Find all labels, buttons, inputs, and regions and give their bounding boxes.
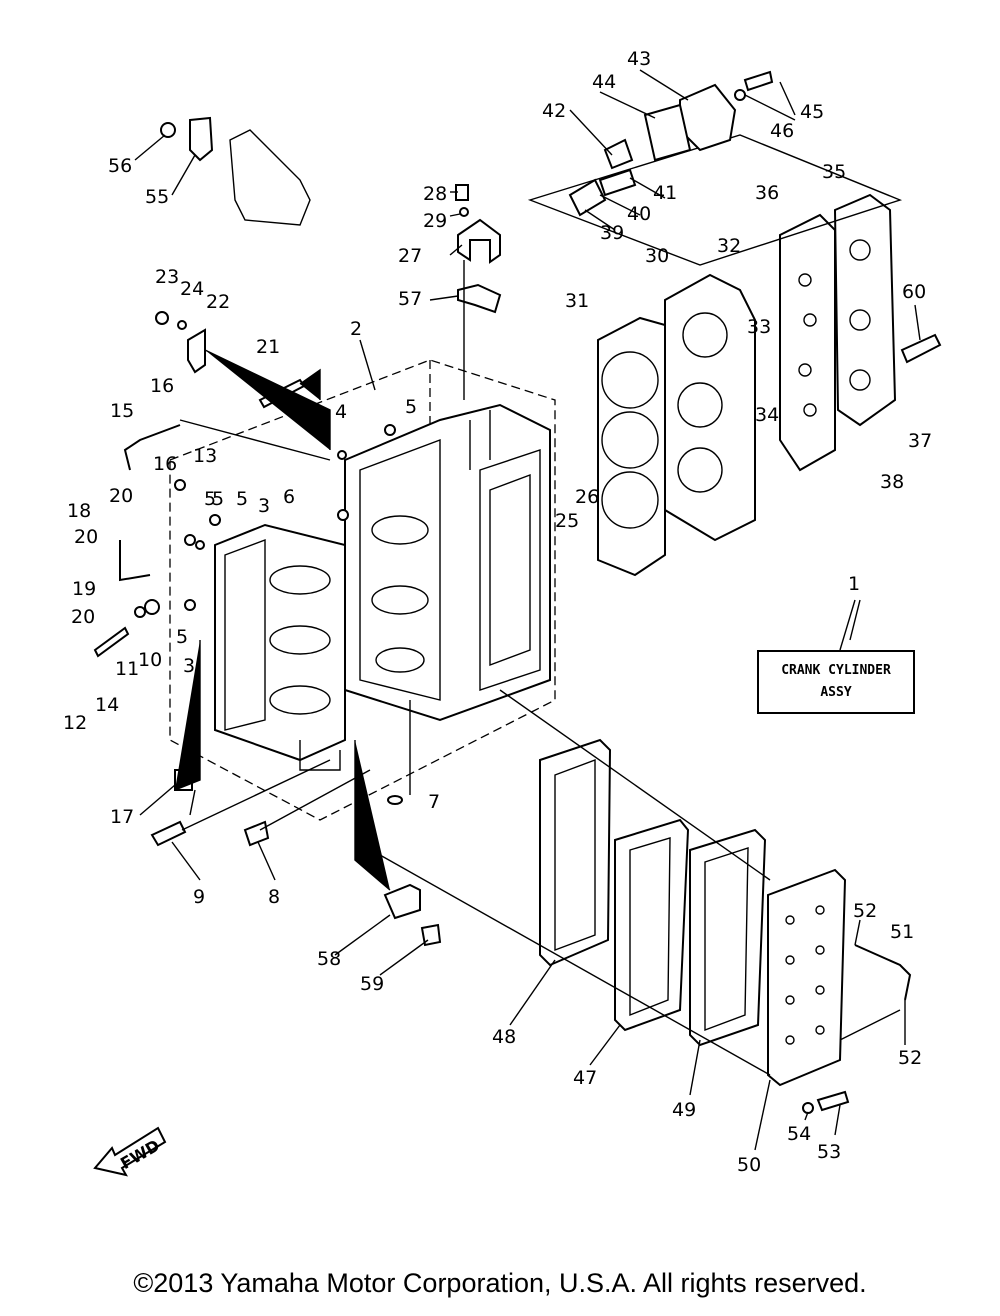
callout: 5 (176, 626, 188, 648)
callout: 38 (880, 471, 904, 493)
callout: 11 (115, 658, 139, 680)
bolt-stud-group (155, 311, 331, 450)
exhaust-cover-group (379, 689, 850, 1114)
callout: 58 (317, 948, 341, 970)
bracket-27-57 (455, 184, 502, 400)
callout: 52 (898, 1047, 922, 1069)
plate-55 (160, 116, 311, 226)
callout: 13 (193, 445, 217, 467)
callout: 28 (423, 183, 447, 205)
callout: 48 (492, 1026, 516, 1048)
callout: 9 (193, 886, 205, 908)
callout: 20 (109, 485, 133, 507)
callout: 55 (145, 186, 169, 208)
callout: 4 (335, 401, 347, 423)
callout: 12 (63, 712, 87, 734)
cylinder-head (664, 273, 756, 542)
callout: 54 (787, 1123, 811, 1145)
hose-group (119, 419, 331, 582)
callout: 15 (110, 400, 134, 422)
callout: 32 (717, 235, 741, 257)
callout: 26 (575, 486, 599, 508)
callout-leaders (134, 69, 921, 1151)
callout: 60 (902, 281, 926, 303)
cylinder-block (214, 523, 346, 771)
callout: 51 (890, 921, 914, 943)
callout: 18 (67, 500, 91, 522)
callout: 22 (206, 291, 230, 313)
callout: 33 (747, 316, 771, 338)
hose-51 (839, 944, 912, 1041)
bracket-58 (354, 740, 442, 947)
callout: 29 (423, 210, 447, 232)
callout: 20 (74, 526, 98, 548)
callout: 39 (600, 222, 624, 244)
callout: 3 (183, 655, 195, 677)
copyright-notice: ©2013 Yamaha Motor Corporation, U.S.A. A… (133, 1268, 867, 1298)
callout: 36 (755, 182, 779, 204)
assembly-label-box: CRANK CYLINDER ASSY (757, 650, 915, 714)
callout: 49 (672, 1099, 696, 1121)
callout: 52 (853, 900, 877, 922)
callout: 42 (542, 100, 566, 122)
assy-leader-line (839, 599, 856, 651)
assembly-label-line2: ASSY (820, 685, 852, 700)
callout: 43 (627, 48, 651, 70)
callout: 5 (204, 488, 216, 510)
callout: 6 (283, 486, 295, 508)
callout: 47 (573, 1067, 597, 1089)
callout: 25 (555, 510, 579, 532)
callout: 53 (817, 1141, 841, 1163)
assembly-label-line1: CRANK CYLINDER (781, 663, 891, 678)
callout: 17 (110, 806, 134, 828)
callout: 1 (848, 573, 860, 595)
callout: 8 (268, 886, 280, 908)
callout: 20 (71, 606, 95, 628)
fwd-arrow: FWD (93, 1126, 167, 1177)
head-cover (833, 193, 897, 427)
crankcase-block (344, 403, 551, 722)
callout: 50 (737, 1154, 761, 1176)
callout: 34 (755, 404, 779, 426)
callout: 46 (770, 120, 794, 142)
callout: 7 (428, 791, 440, 813)
callout: 57 (398, 288, 422, 310)
spark-plug (900, 333, 942, 364)
callout: 45 (800, 101, 824, 123)
callout: 5 (236, 488, 248, 510)
callout: 41 (653, 182, 677, 204)
callout-numbers: 1 2 3 3 4 5 5 5 5 5 6 7 8 9 10 11 12 13 … (63, 48, 932, 1176)
callout: 16 (153, 453, 177, 475)
thermostat-group (527, 70, 903, 266)
callout: 3 (258, 495, 270, 517)
callout: 2 (350, 318, 362, 340)
small-parts-left (93, 424, 411, 847)
callout: 5 (405, 396, 417, 418)
callout: 31 (565, 290, 589, 312)
callout: 14 (95, 694, 119, 716)
callout: 44 (592, 71, 616, 93)
callout: 27 (398, 245, 422, 267)
callout: 59 (360, 973, 384, 995)
callout: 5 (212, 488, 224, 510)
callout: 16 (150, 375, 174, 397)
head-cover-gasket (779, 213, 836, 472)
callout: 24 (180, 278, 204, 300)
head-gasket (597, 316, 666, 577)
callout: 10 (138, 649, 162, 671)
callout: 19 (72, 578, 96, 600)
callout: 23 (155, 266, 179, 288)
callout: 30 (645, 245, 669, 267)
callout: 56 (108, 155, 132, 177)
callout: 21 (256, 336, 280, 358)
callout: 35 (822, 161, 846, 183)
callout: 37 (908, 430, 932, 452)
